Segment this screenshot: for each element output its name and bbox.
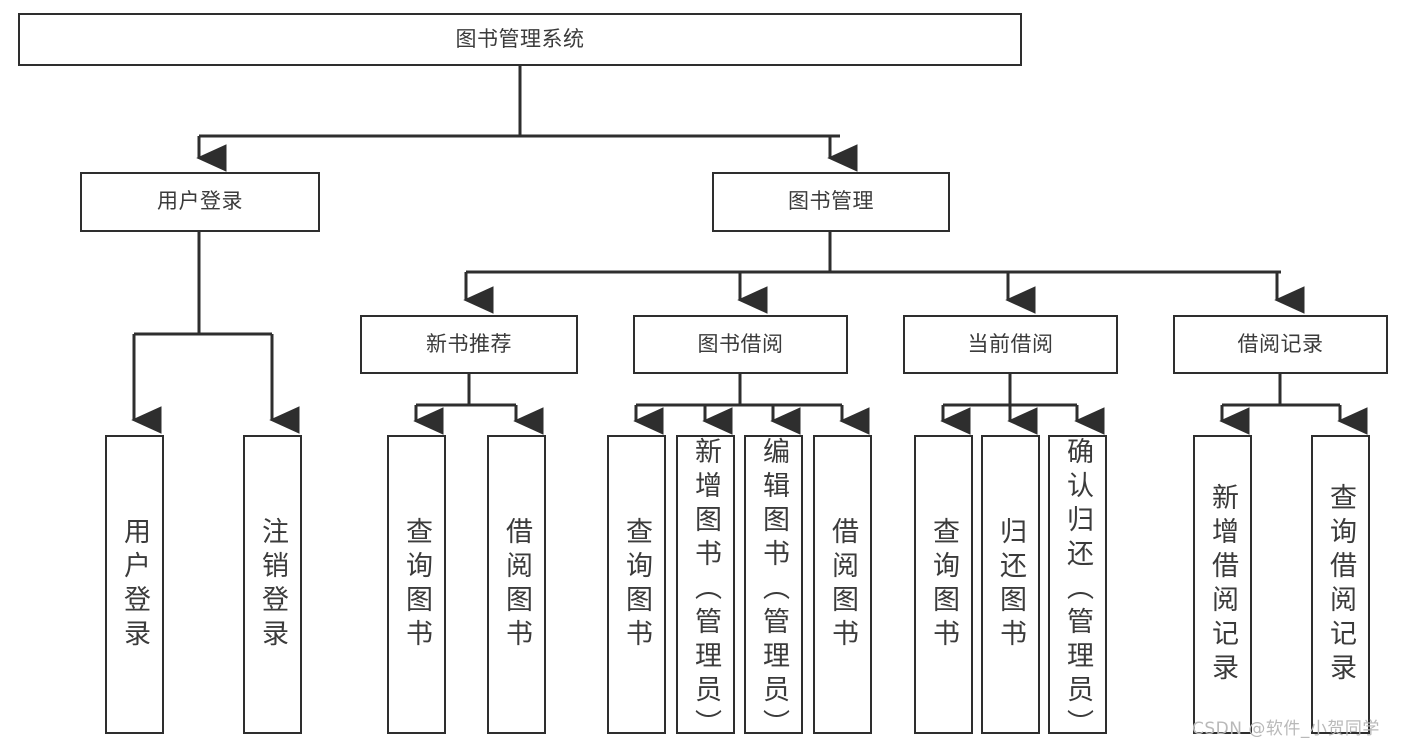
node-label: 查询借阅记录: [1325, 482, 1356, 687]
node-label: 用户登录: [119, 516, 150, 653]
leaf-confirm-return-admin[interactable]: 确认归还（管理员）: [1048, 435, 1107, 743]
node-label: 新书推荐: [426, 331, 512, 356]
node-label: 当前借阅: [967, 331, 1054, 356]
node-new-book-recommend[interactable]: 新书推荐: [360, 315, 578, 374]
leaf-add-book-admin[interactable]: 新增图书（管理员）: [676, 435, 735, 743]
leaf-query-book-new-recommend[interactable]: 查询图书: [387, 435, 446, 734]
node-borrow-record[interactable]: 借阅记录: [1173, 315, 1388, 374]
leaf-borrow-book-borrow[interactable]: 借阅图书: [813, 435, 872, 734]
leaf-logout-login[interactable]: 注销登录: [243, 435, 302, 734]
node-label: 借阅记录: [1237, 331, 1324, 356]
node-label: 归还图书: [995, 516, 1026, 653]
node-label: 图书管理系统: [455, 26, 585, 51]
leaf-edit-book-admin[interactable]: 编辑图书（管理员）: [744, 435, 803, 743]
node-user-login[interactable]: 用户登录: [80, 172, 320, 232]
node-root-book-management-system[interactable]: 图书管理系统: [18, 13, 1022, 66]
leaf-borrow-book-new-recommend[interactable]: 借阅图书: [487, 435, 546, 734]
node-label: 编辑图书（管理员）: [758, 437, 789, 743]
node-book-management[interactable]: 图书管理: [712, 172, 950, 232]
node-label: 查询图书: [928, 516, 959, 653]
node-label: 借阅图书: [827, 516, 858, 653]
node-label: 用户登录: [157, 189, 243, 214]
watermark-text: CSDN @软件_小贺同学: [1192, 719, 1380, 739]
node-label: 注销登录: [257, 516, 288, 653]
node-current-borrow[interactable]: 当前借阅: [903, 315, 1118, 374]
leaf-add-borrow-record[interactable]: 新增借阅记录: [1193, 435, 1252, 734]
node-label: 查询图书: [401, 516, 432, 653]
node-label: 查询图书: [621, 516, 652, 653]
node-label: 新增图书（管理员）: [690, 437, 721, 743]
node-book-borrow[interactable]: 图书借阅: [633, 315, 848, 374]
leaf-user-login[interactable]: 用户登录: [105, 435, 164, 734]
node-label: 借阅图书: [501, 516, 532, 653]
leaf-return-book[interactable]: 归还图书: [981, 435, 1040, 734]
leaf-query-borrow-record[interactable]: 查询借阅记录: [1311, 435, 1370, 734]
leaf-query-book-borrow[interactable]: 查询图书: [607, 435, 666, 734]
node-label: 新增借阅记录: [1207, 482, 1238, 687]
leaf-query-book-current[interactable]: 查询图书: [914, 435, 973, 734]
node-label: 图书借阅: [697, 331, 784, 356]
node-label: 确认归还（管理员）: [1062, 437, 1093, 743]
node-label: 图书管理: [788, 189, 874, 214]
